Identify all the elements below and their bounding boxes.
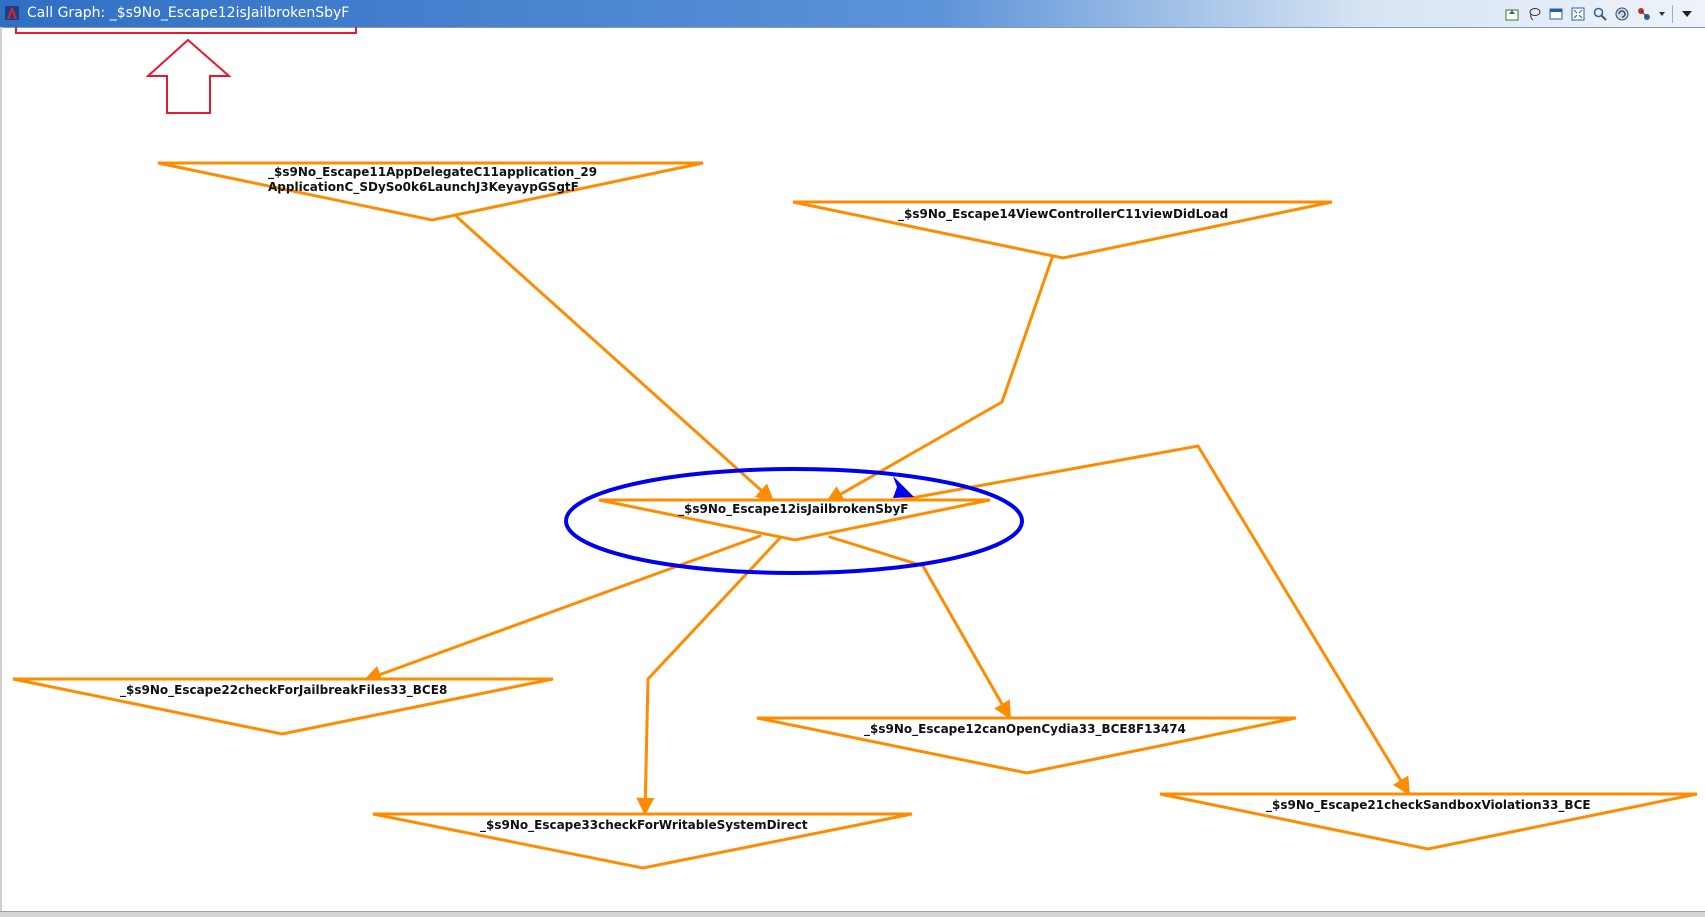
fit-window-icon[interactable] <box>1568 4 1588 24</box>
node-view-did-load[interactable] <box>792 200 1333 260</box>
node-label-is-jailbroken: _$s9No_Escape12isJailbrokenSbyF <box>678 502 909 516</box>
color-nodes-icon[interactable] <box>1634 4 1654 24</box>
call-graph-canvas[interactable] <box>0 27 1705 911</box>
node-can-open-cydia[interactable] <box>756 716 1297 775</box>
edge-appdelegate-to-isjailbroken <box>455 215 775 503</box>
bottom-frame-border <box>0 911 1705 917</box>
node-label-check-jailbreak-files: _$s9No_Escape22checkForJailbreakFiles33_… <box>120 683 448 697</box>
node-check-writable[interactable] <box>372 812 913 870</box>
node-label-view-did-load: _$s9No_Escape14ViewControllerC11viewDidL… <box>898 207 1229 221</box>
window-title: Call Graph: _$s9No_Escape12isJailbrokenS… <box>27 5 350 21</box>
node-label-can-open-cydia: _$s9No_Escape12canOpenCydia33_BCE8F13474 <box>864 722 1186 736</box>
highlight-ellipse <box>564 467 1024 575</box>
edge-viewdidload-to-isjailbroken <box>825 256 1054 504</box>
highlight-ellipse-arrowhead <box>893 476 914 498</box>
node-label-check-sandbox: _$s9No_Escape21checkSandboxViolation33_B… <box>1266 798 1591 812</box>
red-up-arrow-annotation <box>145 38 232 114</box>
left-frame-border <box>0 27 2 913</box>
node-label-app-delegate-line2: ApplicationC_SDySo0k6LaunchJ3KeyaypGSgtF <box>268 180 579 194</box>
app-logo-icon <box>4 5 20 21</box>
edge-isjailbroken-to-checkfiles <box>363 534 762 683</box>
nodes <box>12 161 1698 870</box>
node-label-app-delegate-line1: _$s9No_Escape11AppDelegateC11application… <box>268 165 598 179</box>
graph-toolbar <box>1502 3 1697 25</box>
node-is-jailbroken[interactable] <box>598 498 991 542</box>
title-highlight-box <box>15 27 357 34</box>
window-layout-icon[interactable] <box>1546 4 1566 24</box>
edge-isjailbroken-to-sandbox <box>893 444 1411 796</box>
zoom-icon[interactable] <box>1590 4 1610 24</box>
node-app-delegate[interactable] <box>157 161 704 222</box>
menu-arrow-icon[interactable] <box>1677 4 1697 24</box>
edge-isjailbroken-to-writable <box>636 536 782 816</box>
export-graph-icon[interactable] <box>1502 4 1522 24</box>
refresh-icon[interactable] <box>1612 4 1632 24</box>
dropdown-icon[interactable] <box>1656 4 1668 24</box>
toolbar-separator <box>1672 5 1673 23</box>
lasso-icon[interactable] <box>1524 4 1544 24</box>
node-label-check-writable: _$s9No_Escape33checkForWritableSystemDir… <box>480 818 808 832</box>
node-check-jailbreak-files[interactable] <box>12 677 554 736</box>
title-bar: Call Graph: _$s9No_Escape12isJailbrokenS… <box>0 0 1705 28</box>
node-check-sandbox[interactable] <box>1159 792 1698 851</box>
